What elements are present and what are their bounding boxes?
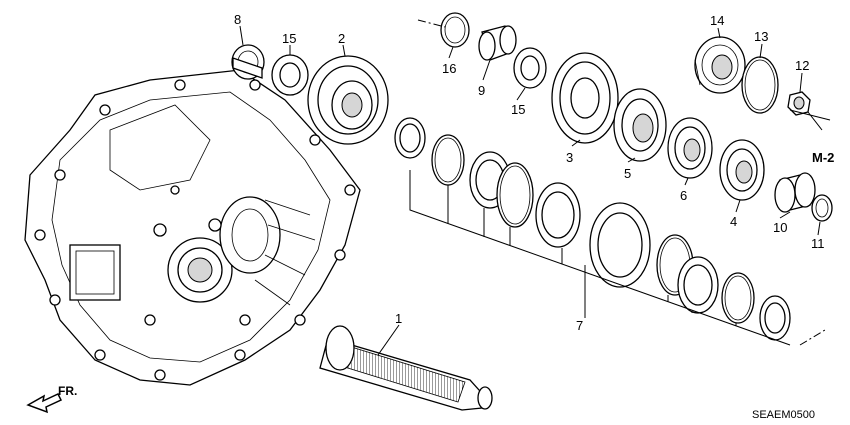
part-9-spacer-collar xyxy=(478,25,517,61)
callout-16: 16 xyxy=(442,61,456,76)
fr-label: FR. xyxy=(58,384,77,398)
transmission-case xyxy=(24,69,361,386)
part-11-snap-ring xyxy=(811,194,833,222)
part-7-synchronizer-assembly xyxy=(394,117,791,341)
callout-4: 4 xyxy=(730,214,737,229)
callout-7: 7 xyxy=(576,318,583,333)
callout-6: 6 xyxy=(680,188,687,203)
part-15-needle-bearing-right xyxy=(513,47,547,89)
reference-m2: M-2 xyxy=(812,150,834,165)
callout-7-bracket xyxy=(409,170,791,346)
callout-15-right: 15 xyxy=(511,102,525,117)
callout-2: 2 xyxy=(338,31,345,46)
reference-label: M-2 xyxy=(812,150,834,165)
callout-14: 14 xyxy=(710,13,724,28)
part-10-collar xyxy=(774,172,816,213)
part-5-gear xyxy=(613,88,667,162)
mainshaft xyxy=(319,325,493,411)
callout-9: 9 xyxy=(478,83,485,98)
callout-labels: 1 2 3 4 5 6 7 8 9 10 11 12 13 14 15 15 1… xyxy=(234,12,825,333)
diagram-code: SEAEM0500 xyxy=(752,409,815,421)
callout-13: 13 xyxy=(754,29,768,44)
part-16-snap-ring xyxy=(440,12,470,48)
part-15-needle-bearing-left xyxy=(271,54,309,96)
part-8-spacer-collar xyxy=(231,44,265,80)
front-direction-arrow: FR. xyxy=(26,384,77,414)
callout-5: 5 xyxy=(624,166,631,181)
callout-8: 8 xyxy=(234,12,241,27)
callout-leaders xyxy=(239,25,821,356)
callout-11: 11 xyxy=(811,236,825,251)
part-14-ball-bearing xyxy=(694,36,746,94)
callout-12: 12 xyxy=(795,58,809,73)
axis-lines xyxy=(417,19,831,346)
part-3-gear xyxy=(551,52,619,144)
callout-10: 10 xyxy=(773,220,787,235)
part-6-gear xyxy=(667,117,713,179)
part-13-snap-ring xyxy=(741,56,779,114)
callout-15-left: 15 xyxy=(282,31,296,46)
part-12-locknut xyxy=(787,91,811,116)
fr-arrow-icon xyxy=(26,393,63,414)
callout-1: 1 xyxy=(395,311,402,326)
callout-3: 3 xyxy=(566,150,573,165)
part-2-gear xyxy=(307,55,389,145)
part-4-gear xyxy=(719,139,765,201)
